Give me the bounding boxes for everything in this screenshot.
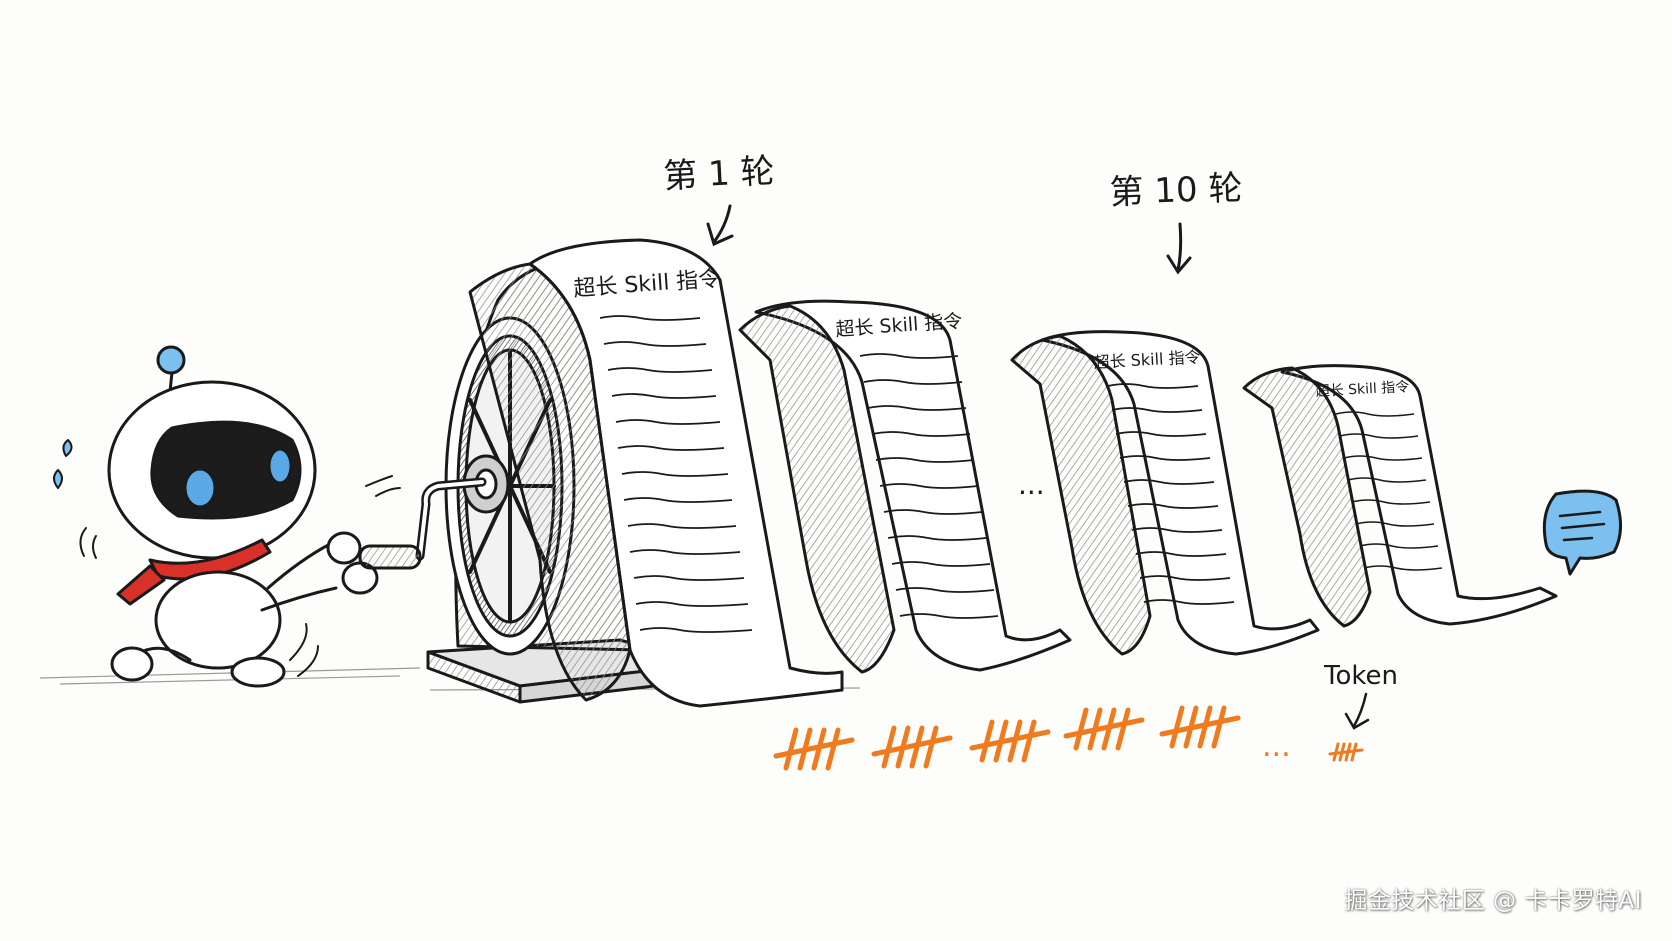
scroll-1 (468, 238, 844, 708)
tally-group-3 (969, 719, 1051, 763)
token-tally-marks (773, 705, 1364, 771)
tally-group-1 (773, 727, 855, 771)
scroll-4 (1242, 364, 1558, 628)
arrow-down-icon (706, 204, 734, 247)
arrow-down-icon (1166, 222, 1192, 275)
token-label: Token (1323, 661, 1398, 691)
tally-group-4 (1063, 707, 1145, 751)
scroll-3 (1010, 330, 1320, 656)
scroll-title-4: 超长 Skill 指令 (1315, 379, 1409, 400)
watermark: 掘金技术社区 @ 卡卡罗特AI (1344, 888, 1642, 914)
round-10-label: 第 10 轮 (1109, 168, 1243, 213)
tally-group-5 (1159, 705, 1241, 749)
tally-group-2 (871, 725, 953, 769)
robot-icon (53, 345, 401, 688)
arrow-down-icon (1344, 692, 1370, 730)
round-1-label: 第 1 轮 (662, 151, 775, 197)
speech-bubble-icon (1542, 489, 1622, 576)
scroll-ellipsis: ... (1018, 468, 1045, 501)
tally-group-small (1328, 742, 1364, 762)
tally-ellipsis: ... (1262, 729, 1291, 764)
scroll-2 (738, 299, 1072, 674)
